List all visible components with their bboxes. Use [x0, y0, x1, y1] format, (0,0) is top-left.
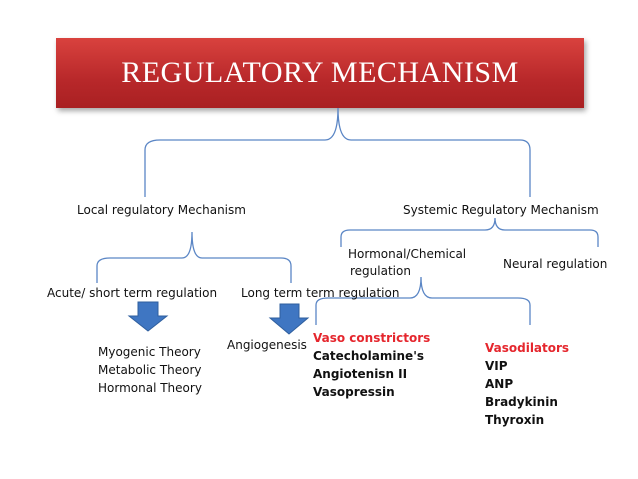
- vasodilator-list: Vasodilators VIP ANP Bradykinin Thyroxin: [485, 339, 569, 429]
- brace-top: [144, 107, 531, 197]
- node-long-term: Long term term regulation: [241, 286, 400, 300]
- title-banner: REGULATORY MECHANISM: [56, 38, 584, 108]
- brace-hormonal: [315, 276, 531, 325]
- arrow-down-longterm: [268, 303, 310, 335]
- vasodilator-item: ANP: [485, 377, 514, 391]
- vasoconstrictor-item: Angiotenisn II: [313, 367, 408, 381]
- vasodilator-item: Bradykinin: [485, 395, 558, 409]
- theory-item: Myogenic Theory: [98, 345, 201, 359]
- vasodilator-item: Thyroxin: [485, 413, 545, 427]
- theory-item: Metabolic Theory: [98, 363, 202, 377]
- node-angiogenesis: Angiogenesis: [227, 338, 307, 352]
- vasoconstrictor-heading: Vaso constrictors: [313, 331, 431, 345]
- vasoconstrictor-list: Vaso constrictors Catecholamine's Angiot…: [313, 329, 430, 401]
- node-hormonal-line1: Hormonal/Chemical: [348, 247, 467, 261]
- node-acute-short-term: Acute/ short term regulation: [47, 286, 218, 300]
- vasodilator-item: VIP: [485, 359, 508, 373]
- theory-item: Hormonal Theory: [98, 381, 202, 395]
- brace-systemic: [340, 217, 599, 247]
- node-hormonal-line2: regulation: [350, 264, 411, 278]
- vasoconstrictor-item: Vasopressin: [313, 385, 395, 399]
- diagram-title: REGULATORY MECHANISM: [121, 56, 519, 89]
- node-systemic-regulatory: Systemic Regulatory Mechanism: [403, 203, 599, 217]
- theory-list: Myogenic Theory Metabolic Theory Hormona…: [98, 343, 202, 397]
- arrow-down-acute: [127, 301, 169, 332]
- vasodilator-heading: Vasodilators: [485, 341, 570, 355]
- node-local-regulatory: Local regulatory Mechanism: [77, 203, 246, 217]
- brace-local: [96, 231, 292, 283]
- vasoconstrictor-item: Catecholamine's: [313, 349, 425, 363]
- node-neural-regulation: Neural regulation: [503, 257, 608, 271]
